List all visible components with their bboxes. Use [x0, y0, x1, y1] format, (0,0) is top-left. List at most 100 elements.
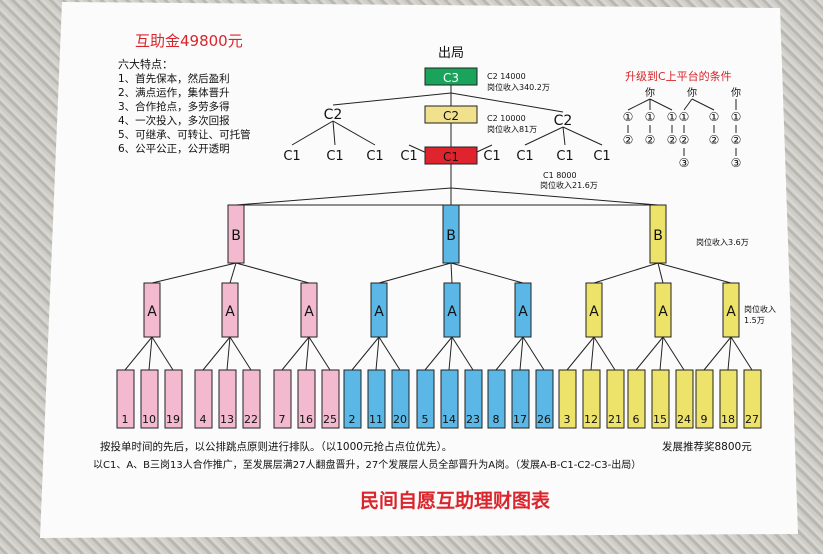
node-a-label: A [304, 304, 314, 320]
features-list: 1、首先保本，然后盈利2、满点运作，集体晋升3、合作抢点，多劳多得4、一次投入，… [118, 72, 251, 155]
node-a: A [370, 282, 388, 338]
base-number: 14 [442, 413, 456, 426]
base-number: 9 [701, 413, 708, 426]
c1-leaf-label: C1 [556, 149, 573, 164]
base-number: 19 [166, 413, 180, 426]
base-box: 16 [297, 369, 316, 429]
c2-left-label: C2 [324, 107, 343, 123]
node-a: A [443, 282, 461, 338]
c2-income: 岗位收入81万 [487, 124, 537, 134]
footer-line2: 以C1、A、B三岗13人合作推广，至发展层满27人翻盘晋升，27个发展层人员全部… [93, 458, 641, 471]
feature-item: 5、可继承、可转让、可托管 [118, 128, 251, 141]
base-box: 25 [321, 369, 340, 429]
main-title: 民间自愿互助理财图表 [360, 489, 551, 512]
base-box: 10 [140, 369, 159, 429]
node-c1: C1 [424, 146, 478, 165]
base-number: 25 [323, 413, 337, 426]
node-a: A [514, 282, 532, 338]
upgrade-circle: ③ [679, 156, 690, 170]
c1-leaf-label: C1 [483, 149, 500, 164]
base-box: 2 [343, 369, 362, 429]
upgrade-circle: ② [731, 133, 742, 147]
node-c2: C2 [424, 105, 478, 124]
c1-income: 岗位收入21.6万 [540, 180, 598, 190]
node-b-label: B [231, 228, 241, 244]
base-box: 23 [464, 369, 483, 429]
c1-leaf-label: C1 [593, 149, 610, 164]
upgrade-circle: ② [623, 133, 634, 147]
base-box: 15 [651, 369, 670, 429]
upgrade-circle: ① [731, 110, 742, 124]
base-box: 26 [535, 369, 554, 429]
node-b-label: B [446, 228, 456, 244]
base-box: 1 [116, 369, 135, 429]
base-box: 27 [743, 369, 762, 429]
node-c1-label: C1 [443, 150, 459, 164]
upgrade-circle: ① [645, 110, 656, 124]
base-box: 22 [242, 369, 261, 429]
base-number: 2 [349, 413, 356, 426]
you-label: 你 [687, 86, 697, 99]
base-box: 7 [273, 369, 292, 429]
node-c3-label: C3 [443, 71, 459, 85]
node-c2-label: C2 [443, 109, 459, 123]
base-box: 4 [194, 369, 213, 429]
upgrade-circle: ① [667, 110, 678, 124]
base-box: 9 [695, 369, 714, 429]
base-box: 11 [367, 369, 386, 429]
c3-income: 岗位收入340.2万 [487, 82, 550, 92]
base-number: 1 [122, 413, 129, 426]
base-number: 11 [369, 413, 383, 426]
c1-leaf-label: C1 [400, 149, 417, 164]
base-box: 19 [164, 369, 183, 429]
node-a-label: A [147, 304, 157, 320]
base-number: 17 [513, 413, 527, 426]
base-box: 6 [627, 369, 646, 429]
node-a-label: A [518, 304, 528, 320]
base-number: 27 [745, 413, 759, 426]
base-number: 26 [537, 413, 551, 426]
base-box: 13 [218, 369, 237, 429]
base-box: 5 [416, 369, 435, 429]
c1-leaf-label: C1 [516, 149, 533, 164]
upgrade-circle: ① [709, 110, 720, 124]
c3-amount: C2 14000 [487, 72, 526, 81]
exit-label: 出局 [438, 46, 464, 61]
upgrade-title: 升级到C上平台的条件 [625, 69, 732, 83]
node-a-label: A [589, 304, 599, 320]
base-number: 10 [142, 413, 156, 426]
you-label: 你 [645, 86, 655, 99]
b-income: 岗位收入3.6万 [696, 237, 749, 247]
base-number: 4 [200, 413, 207, 426]
base-number: 7 [279, 413, 286, 426]
base-number: 21 [608, 413, 622, 426]
base-number: 16 [299, 413, 313, 426]
base-box: 21 [606, 369, 625, 429]
node-a-label: A [225, 304, 235, 320]
c2-right-label: C2 [554, 113, 573, 129]
feature-item: 1、首先保本，然后盈利 [118, 72, 230, 85]
base-box: 3 [558, 369, 577, 429]
you-label: 你 [731, 86, 741, 99]
base-number: 15 [653, 413, 667, 426]
base-box: 12 [582, 369, 601, 429]
upgrade-circle: ② [645, 133, 656, 147]
base-number: 12 [584, 413, 598, 426]
node-a: A [143, 282, 161, 338]
base-number: 13 [220, 413, 234, 426]
c1-leaf-label: C1 [283, 149, 300, 164]
feature-item: 2、满点运作，集体晋升 [118, 86, 230, 99]
footer-bonus: 发展推荐奖8800元 [662, 440, 752, 453]
upgrade-circle: ① [679, 110, 690, 124]
node-a: A [654, 282, 672, 338]
base-number: 6 [633, 413, 640, 426]
node-a: A [300, 282, 318, 338]
node-a: A [722, 282, 740, 338]
upgrade-circle: ② [679, 133, 690, 147]
feature-item: 6、公平公正，公开透明 [118, 143, 230, 155]
a-income-line1: 岗位收入 [744, 304, 776, 314]
fund-title: 互助金49800元 [135, 32, 243, 50]
